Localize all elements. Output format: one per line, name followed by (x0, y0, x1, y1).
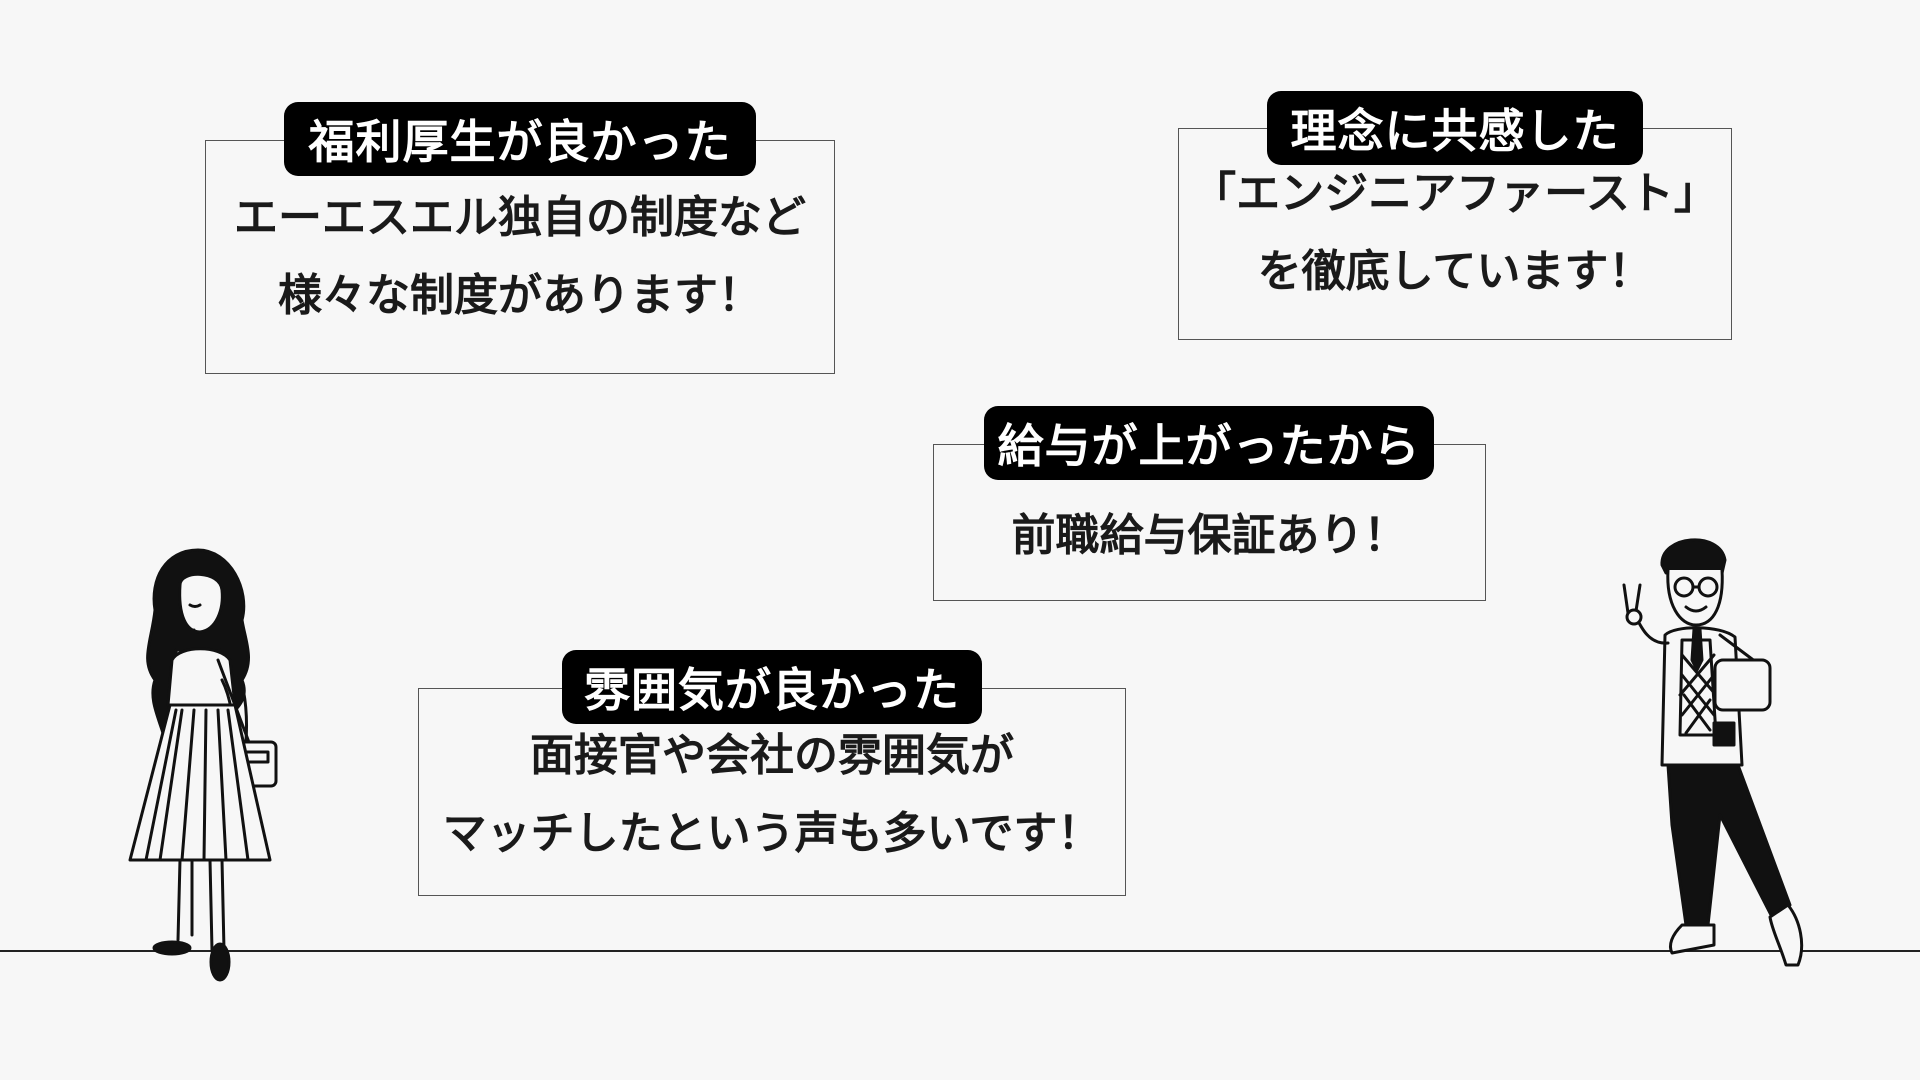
woman-illustration (128, 548, 278, 982)
reason-card-welfare: エーエスエル独自の制度など 様々な制度があります！ (205, 140, 835, 374)
reason-card-line: エーエスエル独自の制度など (234, 192, 806, 243)
reason-card-title: 理念に共感した (1267, 91, 1643, 165)
reason-card-title: 福利厚生が良かった (284, 102, 756, 176)
man-illustration (1622, 538, 1804, 967)
reason-card-line: 「エンジニアファースト」 (1192, 168, 1718, 219)
reason-card-line: マッチしたという声も多いです！ (442, 808, 1102, 859)
reason-card-line: 前職給与保証あり！ (1011, 510, 1408, 561)
reason-card-atmosphere: 面接官や会社の雰囲気が マッチしたという声も多いです！ (418, 688, 1126, 896)
reason-card-line: 面接官や会社の雰囲気が (530, 730, 1014, 781)
reason-card-line: を徹底しています！ (1257, 246, 1653, 297)
ground-line (0, 950, 1920, 952)
reason-card-title: 給与が上がったから (984, 406, 1434, 480)
reason-card-title: 雰囲気が良かった (562, 650, 982, 724)
reason-card-line: 様々な制度があります！ (278, 270, 762, 321)
